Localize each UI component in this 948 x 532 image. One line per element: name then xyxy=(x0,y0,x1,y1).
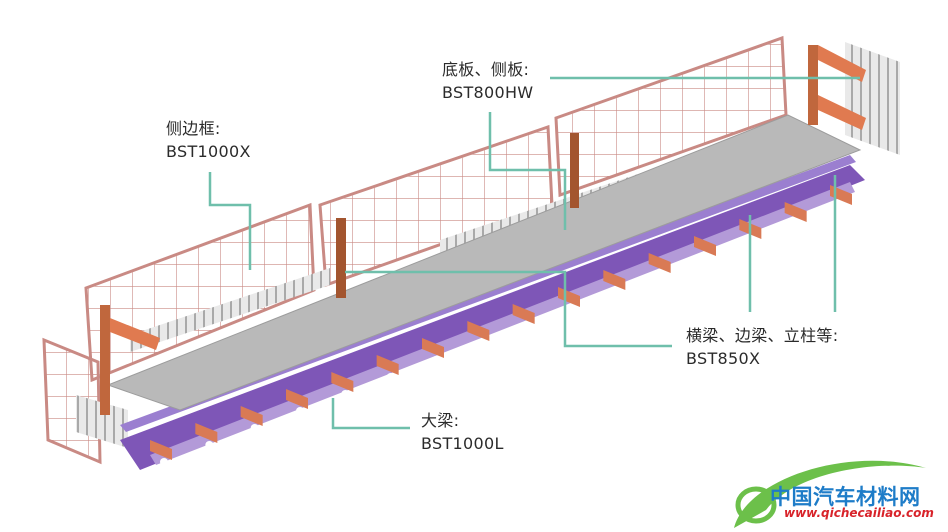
beam-hole xyxy=(386,373,395,381)
beam-hole xyxy=(250,424,259,432)
callout-side-frame-grade: BST1000X xyxy=(166,142,251,161)
callout-main-beam-grade: BST1000L xyxy=(421,434,504,453)
beam-hole xyxy=(749,237,758,245)
uprights xyxy=(100,45,866,415)
leader-main-beam xyxy=(331,398,410,430)
beam-hole xyxy=(704,254,712,262)
grille-strip xyxy=(845,42,900,155)
callout-lines xyxy=(208,76,860,430)
logo-name: 中国汽车材料网 xyxy=(770,485,921,509)
logo-url: www.qichecailiao.com xyxy=(784,506,934,520)
upright-post xyxy=(336,218,346,298)
beam-hole xyxy=(840,203,848,211)
callout-cross-beams: 横梁、边梁、立柱等: BST850X xyxy=(686,324,838,370)
beam-hole xyxy=(296,407,304,415)
upright-post xyxy=(570,133,579,208)
callout-side-frame-name: 侧边框: xyxy=(166,119,221,138)
beam-hole xyxy=(205,441,214,449)
grille-strip xyxy=(130,268,330,352)
watermark-logo xyxy=(734,460,926,528)
cross-beam xyxy=(784,202,807,222)
callout-side-frame: 侧边框: BST1000X xyxy=(166,117,251,163)
leader-side-frame xyxy=(208,172,252,270)
cross-beam xyxy=(286,389,308,409)
cross-beam xyxy=(422,338,444,358)
cross-beam xyxy=(512,304,535,324)
callout-floor-side: 底板、侧板: BST800HW xyxy=(442,58,533,104)
cross-beam xyxy=(376,355,399,375)
cross-beam xyxy=(603,270,626,290)
beam-hole xyxy=(658,271,667,279)
cross-beam xyxy=(331,372,354,392)
bracket xyxy=(818,95,866,130)
beam-hole xyxy=(341,390,350,398)
cross-beam xyxy=(467,321,490,341)
beam-hole xyxy=(477,339,486,347)
cross-beam xyxy=(240,406,263,426)
beam-hole xyxy=(432,356,440,364)
cross-beams xyxy=(150,185,852,466)
leader-cross-beams xyxy=(345,270,672,348)
cross-beam xyxy=(558,287,580,307)
beam-hole xyxy=(613,288,622,296)
callout-floor-side-name: 底板、侧板: xyxy=(442,60,530,79)
callout-floor-side-grade: BST800HW xyxy=(442,83,534,102)
cross-beam xyxy=(150,440,172,460)
callout-cross-beams-name: 横梁、边梁、立柱等: xyxy=(686,326,839,345)
logo-ring-icon xyxy=(735,486,777,524)
upright-post xyxy=(808,45,818,125)
beam-hole xyxy=(522,322,531,330)
callout-cross-beams-grade: BST850X xyxy=(686,349,761,368)
grille-strip xyxy=(76,395,128,448)
leader-floor-side xyxy=(488,112,567,230)
beam-hole xyxy=(794,220,803,228)
floor-plate xyxy=(106,114,862,411)
cross-beam xyxy=(195,423,218,443)
callout-main-beam: 大梁: BST1000L xyxy=(421,409,504,455)
cross-beam xyxy=(648,253,671,273)
beam-hole xyxy=(568,305,576,313)
beam-hole xyxy=(160,458,168,466)
callout-main-beam-name: 大梁: xyxy=(421,411,460,430)
cross-beam xyxy=(694,236,716,256)
bracket xyxy=(110,318,160,350)
upright-post xyxy=(100,305,110,415)
bracket xyxy=(818,45,866,82)
